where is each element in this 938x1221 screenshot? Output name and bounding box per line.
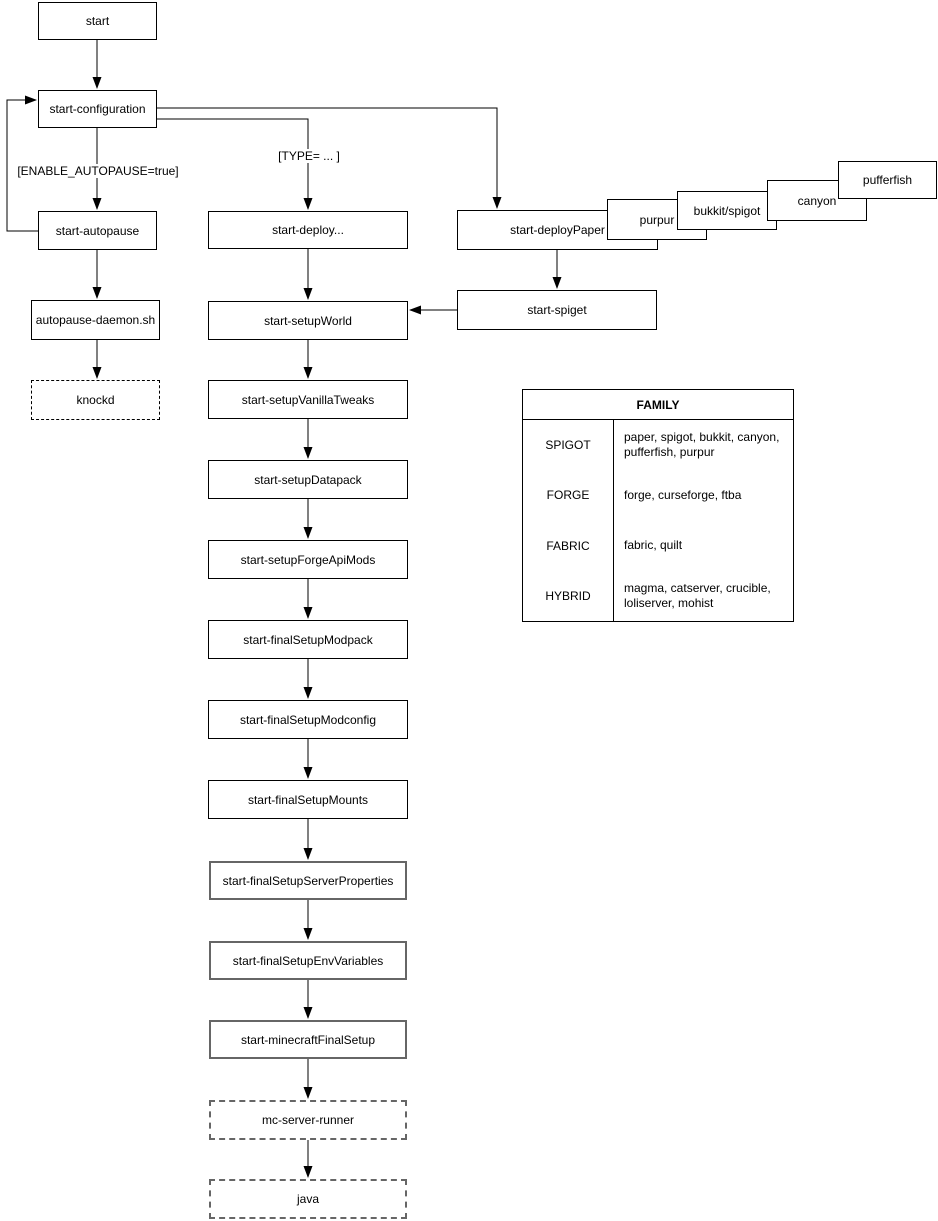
node-start-finalsetupmodconfig: start-finalSetupModconfig bbox=[208, 700, 408, 739]
family-table: FAMILY SPIGOT FORGE FABRIC HYBRID paper,… bbox=[522, 389, 794, 622]
edge-configuration-to-deploy bbox=[157, 118, 313, 210]
family-table-title: FAMILY bbox=[523, 390, 793, 420]
node-start-setupdatapack: start-setupDatapack bbox=[208, 460, 408, 499]
edge-label-enable-autopause: [ENABLE_AUTOPAUSE=true] bbox=[14, 164, 182, 178]
node-start-finalsetupserverproperties: start-finalSetupServerProperties bbox=[209, 861, 407, 900]
node-start-setupvanillatweaks: start-setupVanillaTweaks bbox=[208, 380, 408, 419]
family-cell-forge: FORGE bbox=[546, 488, 590, 503]
node-start-spiget: start-spiget bbox=[457, 290, 657, 330]
node-start-autopause: start-autopause bbox=[38, 211, 157, 250]
node-start-finalsetupenvvariables: start-finalSetupEnvVariables bbox=[209, 941, 407, 980]
node-start-setupworld: start-setupWorld bbox=[208, 301, 408, 340]
node-start: start bbox=[38, 2, 157, 40]
node-bukkit-spigot: bukkit/spigot bbox=[677, 191, 777, 230]
family-cell-hybrid: HYBRID bbox=[545, 588, 591, 603]
servers-cell-fabric: fabric, quilt bbox=[624, 538, 683, 553]
node-knockd: knockd bbox=[31, 380, 160, 420]
node-java: java bbox=[209, 1179, 407, 1219]
node-start-finalsetupmounts: start-finalSetupMounts bbox=[208, 780, 408, 819]
node-canyon: canyon bbox=[767, 180, 867, 221]
edge-autopause-loop-to-configuration bbox=[6, 95, 38, 232]
servers-cell-forge: forge, curseforge, ftba bbox=[624, 487, 742, 502]
servers-cell-hybrid: magma, catserver, crucible, loliserver, … bbox=[624, 580, 771, 610]
node-start-finalsetupmodpack: start-finalSetupModpack bbox=[208, 620, 408, 659]
node-start-setupforgeapimods: start-setupForgeApiMods bbox=[208, 540, 408, 579]
node-pufferfish: pufferfish bbox=[838, 161, 937, 199]
node-start-deploy: start-deploy... bbox=[208, 211, 408, 249]
node-mc-server-runner: mc-server-runner bbox=[209, 1100, 407, 1140]
family-cell-fabric: FABRIC bbox=[546, 538, 590, 553]
node-autopause-daemon: autopause-daemon.sh bbox=[31, 300, 160, 340]
servers-cell-spigot: paper, spigot, bukkit, canyon, pufferfis… bbox=[624, 430, 780, 460]
node-start-minecraftfinalsetup: start-minecraftFinalSetup bbox=[209, 1020, 407, 1059]
edge-configuration-to-deploypaper bbox=[157, 107, 502, 209]
edge-label-type: [TYPE= ... ] bbox=[276, 149, 342, 163]
family-cell-spigot: SPIGOT bbox=[545, 438, 591, 453]
node-start-configuration: start-configuration bbox=[38, 90, 157, 128]
